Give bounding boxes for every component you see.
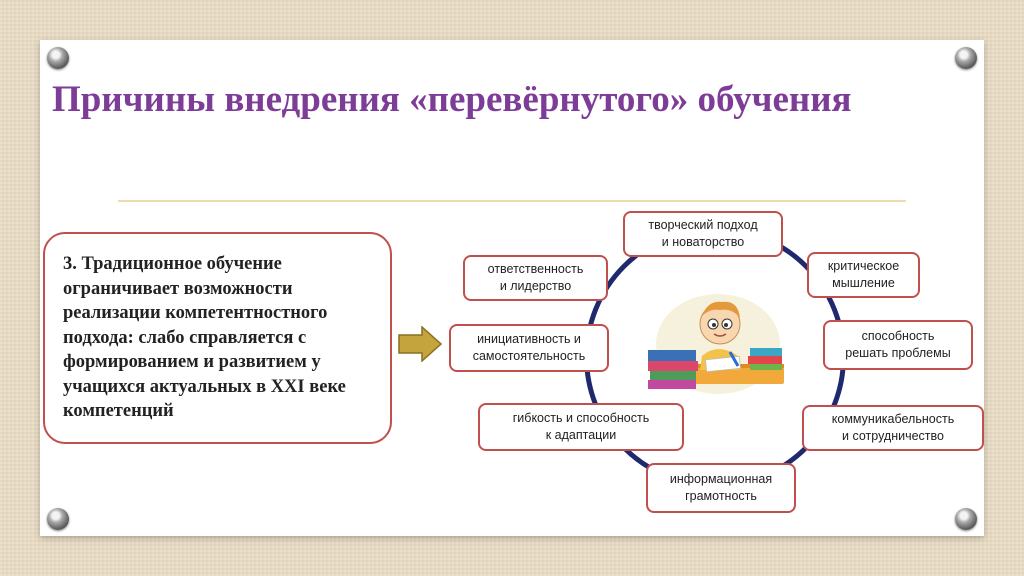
title-divider (118, 200, 906, 202)
skill-line: грамотность (685, 489, 757, 503)
skill-line: критическое (827, 259, 900, 273)
skill-line: решать проблемы (845, 346, 951, 360)
pushpin-icon (955, 508, 977, 530)
skill-line: гибкость и способность (512, 411, 650, 425)
pushpin-icon (955, 47, 977, 69)
student-studying-illustration (648, 294, 784, 394)
skill-flexibility: гибкость и способность к адаптации (478, 403, 684, 451)
skill-line: коммуникабельность (831, 412, 955, 426)
skill-line: самостоятельность (472, 349, 586, 363)
right-arrow-icon (398, 326, 442, 362)
skill-initiative: инициативность и самостоятельность (449, 324, 609, 372)
pushpin-icon (47, 508, 69, 530)
skill-problem-solving: способность решать проблемы (823, 320, 973, 370)
slide-title: Причины внедрения «перевёрнутого» обучен… (52, 79, 852, 120)
skill-line: к адаптации (545, 428, 617, 442)
main-statement-box: 3. Традиционное обучение ограничивает во… (43, 232, 392, 444)
skill-line: ответственность (487, 262, 584, 276)
skill-line: способность (861, 329, 935, 343)
skill-line: мышление (832, 276, 895, 290)
main-statement-text: 3. Традиционное обучение ограничивает во… (63, 254, 346, 421)
skill-creative-thinking: творческий подход и новаторство (623, 211, 783, 257)
skill-line: информационная (669, 472, 773, 486)
skill-communication: коммуникабельность и сотрудничество (802, 405, 984, 451)
skill-line: творческий подход (648, 218, 758, 232)
skill-critical-thinking: критическое мышление (807, 252, 920, 298)
skill-line: и лидерство (499, 279, 572, 293)
skill-information-literacy: информационная грамотность (646, 463, 796, 513)
pushpin-icon (47, 47, 69, 69)
skill-line: и сотрудничество (842, 429, 944, 443)
skill-line: инициативность и (477, 332, 581, 346)
skill-line: и новаторство (661, 235, 745, 249)
skill-responsibility: ответственность и лидерство (463, 255, 608, 301)
